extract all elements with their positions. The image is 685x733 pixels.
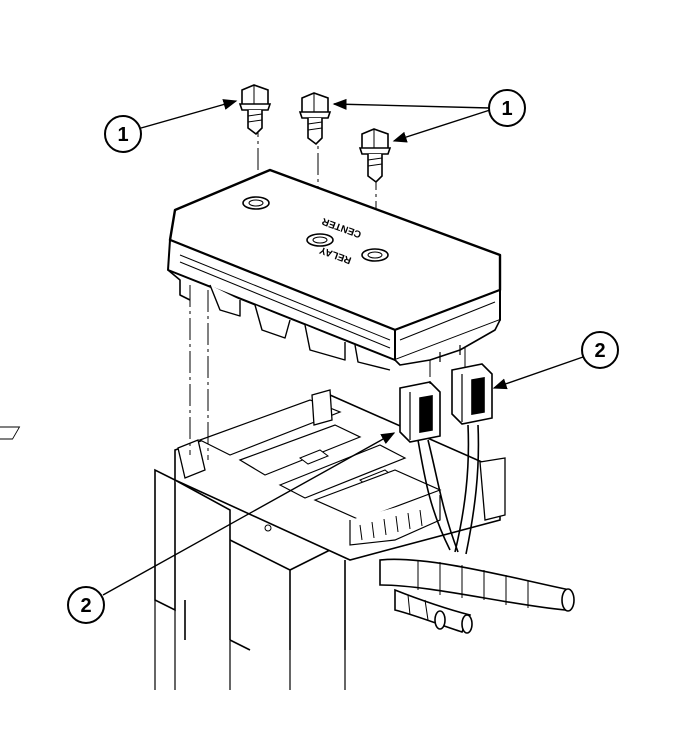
callout-1a-label: 1 [117,124,128,146]
wiring-pigtails [417,424,480,555]
leader-lines [102,98,584,596]
callout-1b-label: 1 [501,98,512,120]
callout-1b: 1 [488,89,526,127]
callout-2b: 2 [67,586,105,624]
bolt-right [358,128,392,184]
electrical-connector-left [399,381,441,443]
electrical-connector-right [451,363,493,425]
bolt-center [298,92,332,146]
wire-harness [379,558,575,634]
relay-center-cover [167,168,502,371]
callout-2a: 2 [581,331,619,369]
callout-2b-label: 2 [80,595,91,617]
callout-2a-label: 2 [594,340,605,362]
bolt-left [238,84,272,136]
callout-1a: 1 [104,115,142,153]
